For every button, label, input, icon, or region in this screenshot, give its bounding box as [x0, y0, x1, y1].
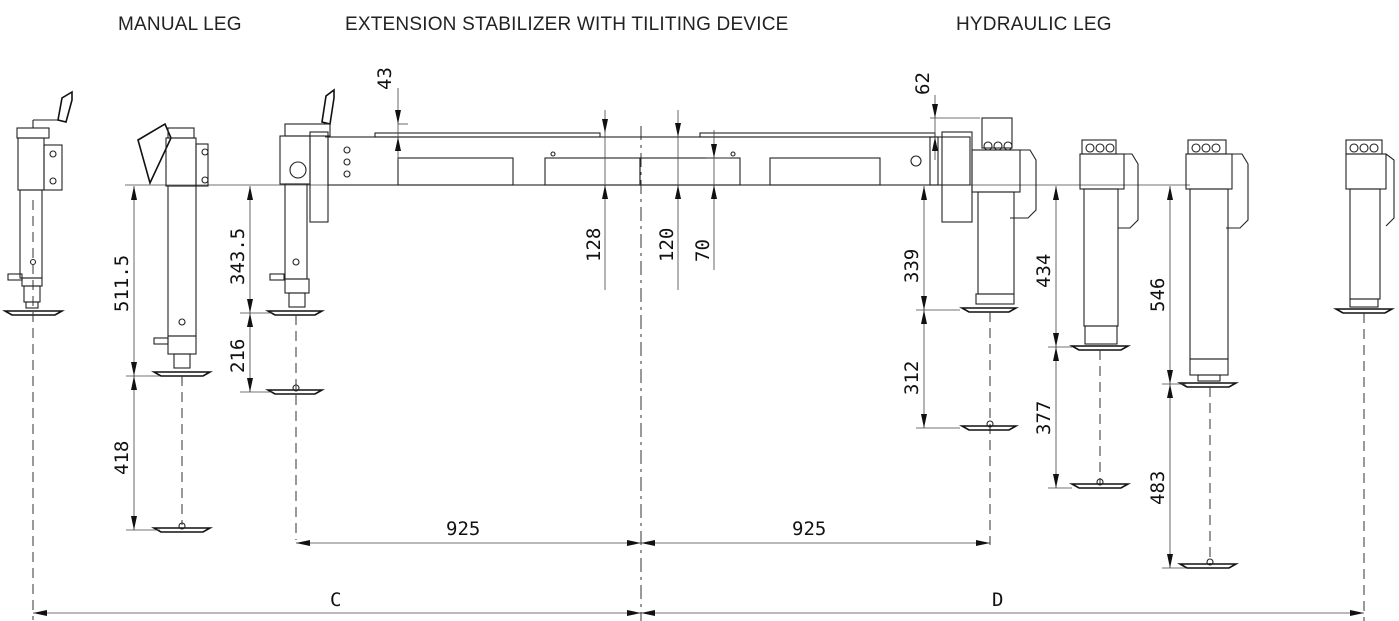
- dimension-343-216: [240, 186, 272, 393]
- hydraulic-leg-4: [1332, 139, 1396, 621]
- dimension-c-d: [33, 610, 1364, 616]
- dimension-434-377: [1048, 186, 1072, 489]
- dimension-43: [395, 88, 408, 160]
- dimension-70: [706, 130, 730, 270]
- dim-label-418: 418: [111, 441, 133, 475]
- dim-label-925-left: 925: [446, 518, 480, 540]
- dimension-925-pair: [296, 540, 990, 546]
- dim-label-546: 546: [1147, 278, 1169, 312]
- dim-label-128: 128: [583, 228, 605, 262]
- dimension-62: [930, 95, 980, 160]
- title-hydraulic-leg: HYDRAULIC LEG: [956, 14, 1112, 35]
- dim-label-483: 483: [1147, 471, 1169, 505]
- dim-label-377: 377: [1033, 401, 1055, 435]
- dim-label-216: 216: [227, 339, 249, 373]
- dim-label-120: 120: [656, 228, 678, 262]
- dimension-546-483: [1162, 186, 1186, 569]
- hydraulic-leg-3: [1176, 139, 1249, 569]
- dim-label-43: 43: [374, 67, 396, 90]
- dimension-339-312: [916, 186, 960, 429]
- dim-label-62: 62: [912, 72, 934, 95]
- manual-leg-2: [137, 122, 214, 533]
- dimension-511-418: [126, 186, 160, 531]
- dim-label-925-right: 925: [792, 518, 826, 540]
- manual-leg-1: [1, 90, 73, 620]
- dim-label-70: 70: [692, 239, 714, 262]
- title-manual-leg: MANUAL LEG: [118, 14, 242, 35]
- hydraulic-leg-1: [958, 117, 1037, 545]
- dim-label-343-5: 343.5: [227, 228, 249, 285]
- dim-label-d: D: [992, 589, 1003, 611]
- title-extension-stabilizer: EXTENSION STABILIZER WITH TILITING DEVIC…: [345, 14, 789, 35]
- dimension-120: [675, 110, 681, 290]
- dim-label-434: 434: [1033, 254, 1055, 288]
- dim-label-511-5: 511.5: [111, 255, 133, 312]
- dim-label-c: C: [330, 589, 341, 611]
- dimension-128: [602, 110, 608, 290]
- extension-stabilizer-left-leg: [264, 88, 335, 540]
- hydraulic-leg-2: [1068, 139, 1139, 489]
- extension-beam: [327, 131, 973, 223]
- dim-label-312: 312: [901, 361, 923, 395]
- dim-label-339: 339: [901, 249, 923, 283]
